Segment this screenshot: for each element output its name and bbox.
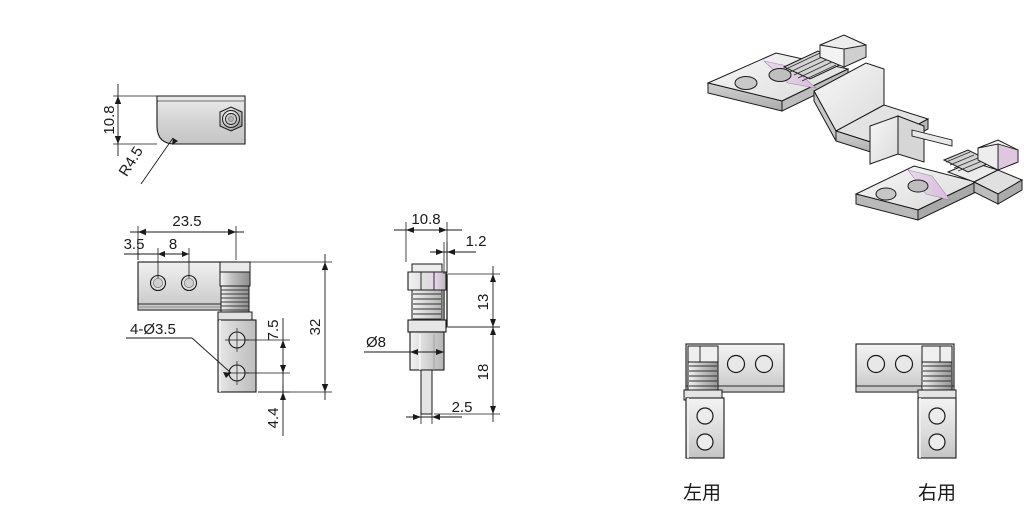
dimension-label-23-5: 23.5 <box>172 213 201 230</box>
variant-right-nut <box>917 345 957 401</box>
threaded-boss <box>217 261 253 323</box>
hex-head <box>407 263 447 291</box>
leader-dia-8 <box>364 349 444 355</box>
dimension-label-r4-5: R4.5 <box>116 144 147 180</box>
isometric-view-lower <box>852 108 1024 228</box>
side-profile-view: 10.8 R4.5 <box>95 80 305 190</box>
iso2-fin <box>869 115 953 165</box>
dimension-label-13: 13 <box>475 294 492 311</box>
front-elevation-view: 23.5 3.5 8 32 <box>120 212 360 442</box>
variant-right-arm <box>917 397 957 459</box>
variant-right-label: 右用 <box>918 482 957 504</box>
dimension-label-2-5: 2.5 <box>452 399 473 416</box>
leader-r4-5 <box>140 137 178 185</box>
dimension-3-5-and-8 <box>124 248 190 278</box>
dimension-13 <box>448 266 500 334</box>
variant-right-view <box>848 336 978 466</box>
variant-left-view <box>678 336 808 466</box>
top-plate-holes <box>149 274 198 292</box>
iso2-threaded-shank <box>942 139 1019 173</box>
hex-nut-icon <box>219 106 243 132</box>
profile-body <box>156 95 246 145</box>
dimension-1-2 <box>430 242 476 274</box>
dimension-label-8: 8 <box>169 236 177 253</box>
dimension-label-7-5: 7.5 <box>265 320 282 341</box>
dimension-18 <box>434 320 500 422</box>
variant-left-nut <box>683 345 723 401</box>
variant-left-label: 左用 <box>683 482 722 504</box>
thread-section <box>411 289 443 321</box>
dimension-7-5 <box>246 318 290 395</box>
isometric-view-upper <box>698 25 998 205</box>
collar <box>407 319 447 333</box>
dimension-4-4 <box>258 384 290 436</box>
dimension-label-4-4: 4.4 <box>265 408 282 429</box>
iso2-arm <box>854 165 978 221</box>
variant-left-arm <box>685 397 725 459</box>
side-section-view: 10.8 1.2 13 <box>358 211 538 437</box>
dimension-label-3-5: 3.5 <box>124 236 145 253</box>
dimension-label-dia-8: Ø8 <box>366 334 386 351</box>
dimension-label-18: 18 <box>475 364 492 381</box>
dimension-label-10-8-side: 10.8 <box>411 211 440 228</box>
dimension-23-5 <box>130 226 244 260</box>
dimension-label-hole-callout: 4-Ø3.5 <box>130 321 176 338</box>
leader-hole-callout <box>126 337 232 378</box>
slim-shaft <box>420 369 433 415</box>
iso-threaded-shank <box>782 34 867 82</box>
arm-holes <box>225 328 249 385</box>
dimension-2-5 <box>406 408 462 424</box>
dimension-label-1-2: 1.2 <box>466 233 487 250</box>
dimension-10-8 <box>113 84 157 156</box>
dimension-label-10-8: 10.8 <box>101 105 118 134</box>
dimension-label-32: 32 <box>307 319 324 336</box>
